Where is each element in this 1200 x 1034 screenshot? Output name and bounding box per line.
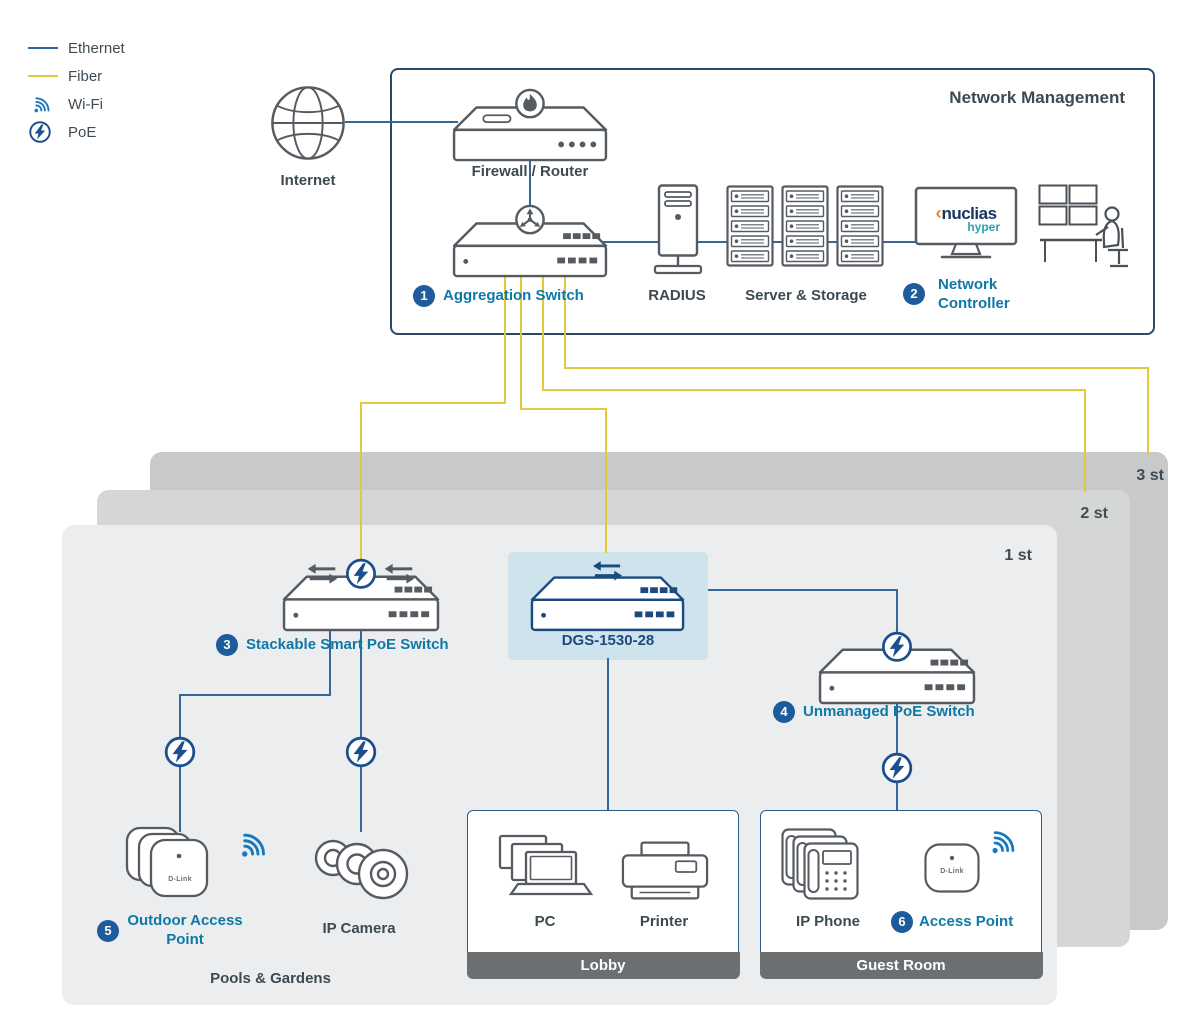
pools-gardens-label: Pools & Gardens (210, 970, 331, 987)
floor-3-label: 3 st (1136, 467, 1164, 484)
pc-device (498, 834, 594, 896)
floor-1-label: 1 st (1004, 547, 1032, 564)
radius-label: RADIUS (648, 287, 706, 304)
floor-2-label: 2 st (1080, 505, 1108, 522)
fiber-line-icon (28, 75, 64, 77)
poe-icon (344, 735, 378, 769)
guest-room-footer: Guest Room (759, 951, 1043, 979)
poe-icon (882, 631, 912, 662)
wifi-icon (983, 822, 1021, 860)
internet-label: Internet (280, 172, 336, 189)
stackable-poe-switch-device (282, 558, 440, 632)
printer-device (621, 841, 709, 900)
step-4-badge: 4 (773, 701, 795, 723)
ip-camera-label: IP Camera (322, 920, 396, 937)
nuclias-wordmark: nuclias (941, 204, 997, 223)
server-storage-racks (726, 185, 884, 267)
fiber-lines (360, 258, 1149, 566)
server-storage-label: Server & Storage (745, 287, 867, 304)
dlink-logo: D-Link (168, 876, 192, 883)
ip-phone-device (781, 828, 859, 900)
network-management-title: Network Management (949, 88, 1125, 107)
poe-icon (880, 751, 914, 785)
pc-label: PC (534, 913, 556, 930)
lobby-footer: Lobby (466, 951, 740, 979)
poe-icon (163, 735, 197, 769)
unmanaged-switch-label: Unmanaged PoE Switch (803, 703, 975, 720)
nuclias-hyper-logo: ‹nuclias hyper (920, 203, 1012, 234)
nuclias-bracket: ‹ (935, 203, 942, 223)
legend-wifi: Wi-Fi (28, 90, 125, 118)
step-5-badge: 5 (97, 920, 119, 942)
network-controller-label: Network Controller (938, 276, 1010, 312)
outdoor-access-point-device (125, 826, 209, 898)
legend-ethernet: Ethernet (28, 34, 125, 62)
outdoor-access-point-label: Outdoor Access Point (127, 912, 243, 948)
access-point-label: Access Point (919, 913, 1014, 930)
legend-wifi-label: Wi-Fi (68, 95, 103, 113)
stackable-switch-label: Stackable Smart PoE Switch (246, 636, 449, 653)
aggregation-switch-label: Aggregation Switch (443, 287, 584, 304)
legend-fiber-label: Fiber (68, 67, 103, 85)
nuclias-hyper-sub: hyper (967, 220, 1000, 234)
step-2-badge: 2 (903, 283, 925, 305)
network-controller-monitor (914, 186, 1018, 259)
firewall-router-device (452, 88, 608, 162)
internet-globe-icon (271, 86, 345, 160)
legend: Ethernet Fiber Wi-Fi PoE (28, 34, 125, 146)
unmanaged-poe-switch-device (818, 631, 976, 705)
dgs-1530-28-label: DGS-1530-28 (561, 632, 655, 649)
dlink-logo: D-Link (940, 868, 964, 875)
dgs-1530-28-device (530, 561, 685, 632)
legend-ethernet-label: Ethernet (68, 39, 125, 57)
step-3-badge: 3 (216, 634, 238, 656)
wifi-icon (232, 824, 272, 864)
radius-server (653, 184, 703, 275)
ip-camera-device (314, 839, 409, 900)
firewall-router-label: Firewall / Router (471, 163, 589, 180)
poe-icon (346, 558, 376, 589)
step-1-badge: 1 (413, 285, 435, 307)
legend-fiber: Fiber (28, 62, 125, 90)
ip-phone-label: IP Phone (796, 913, 860, 930)
person-icon (1104, 206, 1120, 222)
poe-icon (28, 120, 64, 144)
legend-poe: PoE (28, 118, 125, 146)
printer-label: Printer (639, 913, 689, 930)
ethernet-line-icon (28, 47, 64, 49)
legend-poe-label: PoE (68, 123, 97, 141)
access-point-device (924, 843, 980, 893)
wifi-icon (28, 91, 64, 117)
aggregation-switch-device (452, 204, 608, 278)
operator-workstation (1038, 184, 1128, 268)
step-6-badge: 6 (891, 911, 913, 933)
network-management-box (390, 68, 1155, 335)
